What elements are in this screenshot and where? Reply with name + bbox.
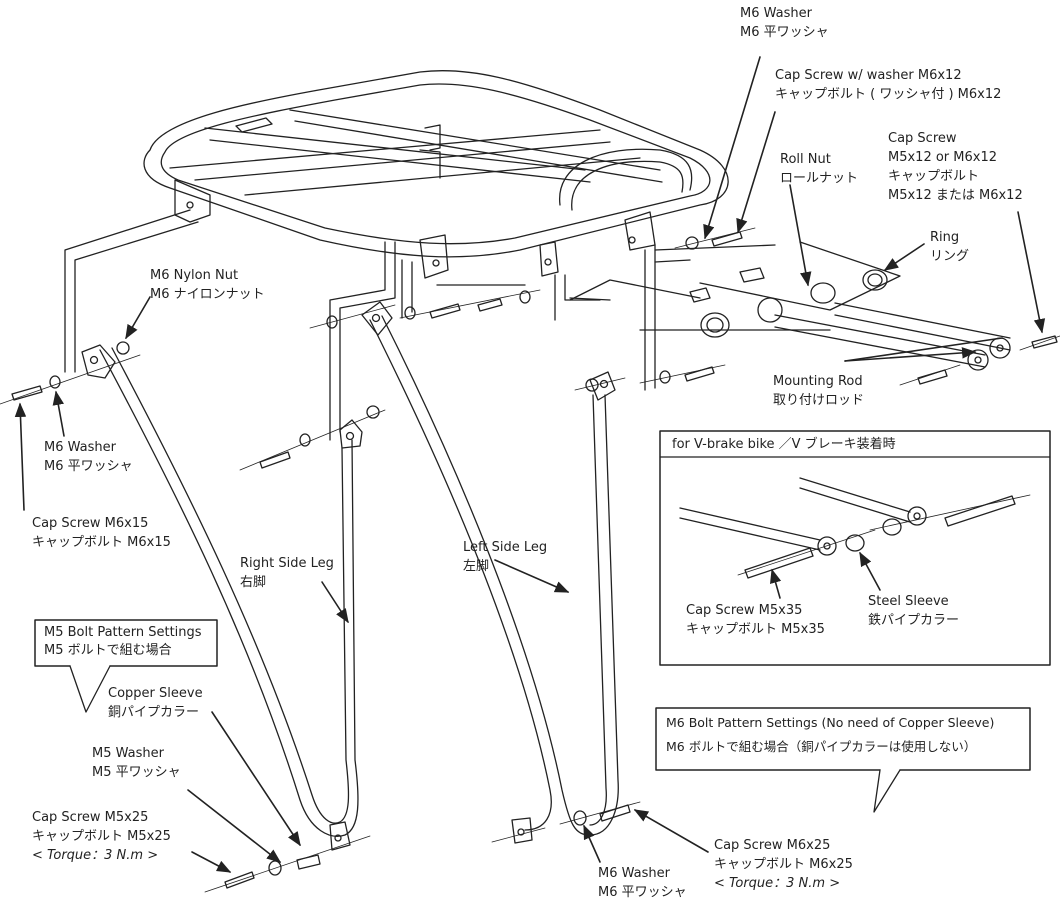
right-side-leg — [81, 344, 363, 851]
mounting-struts — [64, 209, 901, 441]
m5-box — [34, 619, 218, 667]
center-lines — [0, 227, 1060, 893]
vbrake-box-title: for V-brake bike ／V ブレーキ装着時 — [672, 437, 896, 452]
vbrake-box — [659, 430, 1051, 666]
m6-box-title: M6 Bolt Pattern Settings (No need of Cop… — [666, 715, 995, 754]
leader-arrows — [14, 56, 1046, 873]
vbrake-parts — [679, 477, 1031, 579]
mounting-rods — [689, 267, 1011, 371]
m6-box — [655, 707, 1031, 771]
rack-platform — [143, 69, 729, 279]
